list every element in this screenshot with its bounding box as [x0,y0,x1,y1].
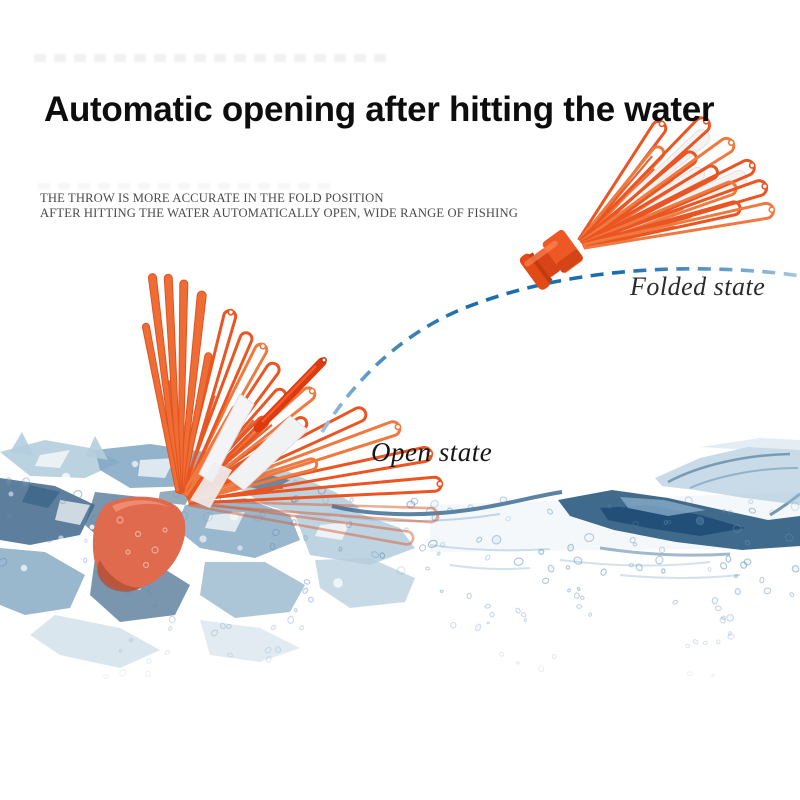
caption: THE THROW IS MORE ACCURATE IN THE FOLD P… [40,191,518,221]
folded-float-base [519,229,583,290]
caption-line-1: THE THROW IS MORE ACCURATE IN THE FOLD P… [40,191,384,205]
open-float [92,273,444,592]
page-title: Automatic opening after hitting the wate… [44,90,715,130]
trajectory-dashed-arrow [320,267,800,433]
open-float-base [92,496,186,592]
ghost-text-artifact [34,54,386,62]
open-state-label: Open state [371,437,493,467]
float-antenna [253,357,327,433]
ghost-text-artifact [38,183,338,189]
caption-line-2: AFTER HITTING THE WATER AUTOMATICALLY OP… [40,206,518,220]
folded-state-label: Folded state [630,272,766,301]
folded-float [519,116,776,290]
